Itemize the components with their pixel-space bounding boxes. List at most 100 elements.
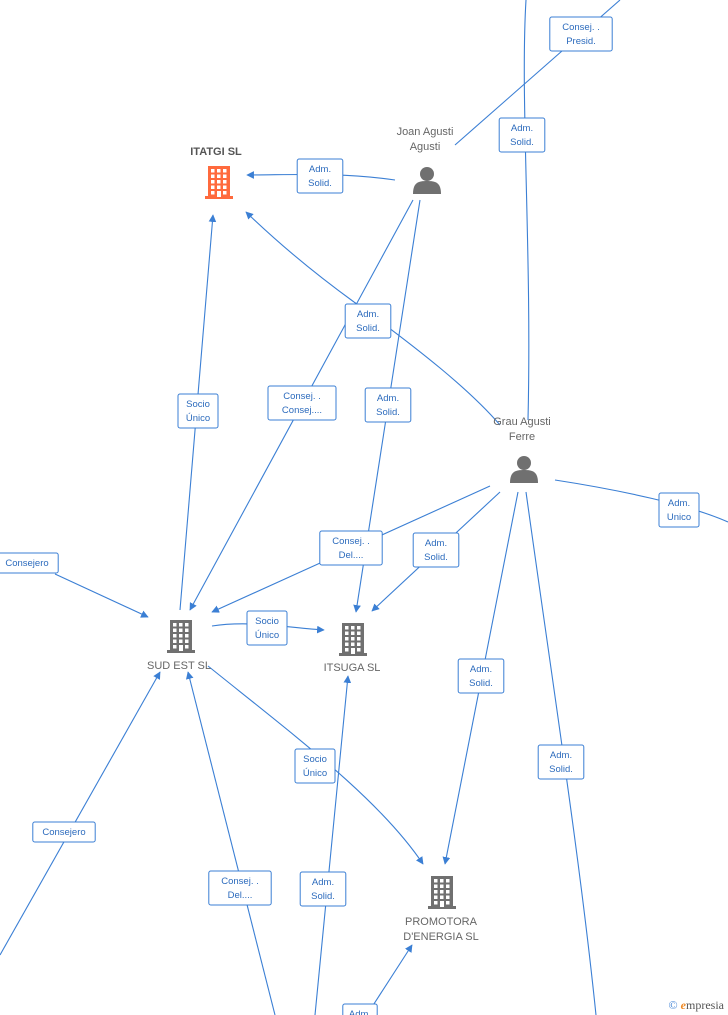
edge-label-text: Único: [303, 768, 327, 779]
edge-label-box: [319, 530, 383, 566]
edge-label-text: Único: [255, 630, 279, 641]
edge-label-text: Adm.: [668, 498, 690, 509]
node-label: Joan Agusti: [397, 126, 454, 138]
edge-label-e17[interactable]: Consej. . Del....: [208, 870, 272, 906]
edge-line-10: [54, 573, 149, 618]
edge-label-text: Adm.: [309, 164, 331, 175]
edge-label-text: Consej. .: [562, 22, 600, 33]
edge-label-text: Solid.: [376, 407, 400, 418]
edge-label-box: [299, 871, 347, 907]
edge-label-box: [177, 393, 219, 429]
company-node-promotora-building-icon[interactable]: PROMOTORA D'ENERGIA SL: [403, 876, 479, 943]
edge-label-text: Consejero: [5, 558, 48, 569]
edge-label-box: [294, 748, 336, 784]
edge-label-text: Presid.: [566, 36, 596, 47]
node-label: D'ENERGIA SL: [403, 931, 478, 943]
edge-line-9: [554, 479, 728, 523]
edge-label-text: Del....: [228, 890, 253, 901]
node-label: ITSUGA SL: [324, 662, 381, 674]
edge-label-text: Solid.: [424, 552, 448, 563]
edge-label-e11[interactable]: Adm. Solid.: [412, 532, 460, 568]
edge-label-e3[interactable]: Adm. Solid.: [296, 158, 344, 194]
edge-label-text: Único: [186, 413, 210, 424]
edge-label-box: [658, 492, 700, 528]
edge-label-box: [537, 744, 585, 780]
edge-label-text: Solid.: [308, 178, 332, 189]
edge-label-e15[interactable]: Adm. Solid.: [537, 744, 585, 780]
edge-label-text: Adm.: [349, 1009, 371, 1015]
node-label: Agusti: [410, 141, 441, 153]
company-node-sudest-building-icon[interactable]: SUD EST SL: [147, 620, 211, 672]
edge-label-e4[interactable]: Adm. Solid.: [344, 303, 392, 339]
edge-label-box: [246, 610, 288, 646]
edge-label-text: Socio: [303, 754, 327, 765]
edge-label-text: Unico: [667, 512, 691, 523]
logo-text: mpresia: [686, 998, 724, 1012]
edge-label-text: Consej. .: [332, 536, 370, 547]
edge-label-e8[interactable]: Adm. Unico: [658, 492, 700, 528]
edge-label-e18[interactable]: Adm. Solid.: [299, 871, 347, 907]
edge-label-e9[interactable]: Consejero: [0, 552, 59, 574]
edge-line-2: [523, 0, 530, 421]
edge-label-text: Adm.: [357, 309, 379, 320]
logo-initial: e: [680, 998, 686, 1012]
edge-line-20: [369, 944, 413, 1011]
edge-label-text: Solid.: [510, 137, 534, 148]
edge-label-text: Adm.: [425, 538, 447, 549]
edge-label-text: Consej. .: [221, 876, 259, 887]
edge-label-e1[interactable]: Consej. . Presid.: [549, 16, 613, 52]
edge-label-box: [32, 821, 96, 843]
edge-label-e2[interactable]: Adm.Solid.: [498, 117, 546, 153]
edge-label-box: [342, 1003, 378, 1015]
company-node-itatgi-building-icon[interactable]: ITATGI SL: [190, 146, 242, 199]
edge-label-text: Solid.: [356, 323, 380, 334]
edge-label-e7[interactable]: Adm. Solid.: [364, 387, 412, 423]
node-label: ITATGI SL: [190, 146, 242, 158]
edge-label-box: [208, 870, 272, 906]
edge-label-e13[interactable]: Adm. Solid.: [457, 658, 505, 694]
edge-label-box: [0, 552, 59, 574]
edge-label-e10[interactable]: Consej. .Del....: [319, 530, 383, 566]
edge-label-box: [267, 385, 337, 421]
edge-label-text: Solid.: [469, 678, 493, 689]
edge-labels: Consej. . Presid. Adm. Solid. Adm. Solid. Adm.…: [0, 16, 700, 1015]
edge-label-box: [498, 117, 546, 153]
edge-label-text: Consejero: [42, 827, 85, 838]
node-label: Ferre: [509, 431, 535, 443]
empresia-logo: © empresia: [669, 998, 724, 1013]
node-label: PROMOTORA: [405, 916, 478, 928]
company-node-itsuga-building-icon[interactable]: ITSUGA SL: [324, 623, 381, 674]
edge-label-text: Socio: [255, 616, 279, 627]
edge-label-box: [296, 158, 344, 194]
edge-line-7: [245, 211, 355, 303]
edge-label-e19[interactable]: Adm.: [342, 1003, 378, 1015]
edge-label-e16[interactable]: Consejero: [32, 821, 96, 843]
edge-line-18: [185, 671, 276, 1015]
edge-label-text: Adm.: [470, 664, 492, 675]
edge-label-box: [457, 658, 505, 694]
edge-label-text: Solid.: [549, 764, 573, 775]
edge-label-text: Adm.: [377, 393, 399, 404]
node-label: SUD EST SL: [147, 660, 211, 672]
edge-label-text: Consej. .: [283, 391, 321, 402]
edge-label-text: Socio: [186, 399, 210, 410]
edge-label-box: [412, 532, 460, 568]
edge-label-text: Consej....: [282, 405, 322, 416]
edge-label-e6[interactable]: Consej. . Consej....: [267, 385, 337, 421]
edge-label-text: Adm.: [550, 750, 572, 761]
edge-label-text: Adm.: [312, 877, 334, 888]
edge-label-box: [344, 303, 392, 339]
edge-label-text: Solid.: [311, 891, 335, 902]
edge-label-box: [549, 16, 613, 52]
node-label: Grau Agusti: [493, 416, 550, 428]
nodes: ITATGI SL SUD EST SL ITSUGA SL PROMOTORA D'E…: [147, 126, 551, 943]
edge-line-19: [314, 675, 352, 1015]
edge-line-17: [0, 671, 161, 956]
